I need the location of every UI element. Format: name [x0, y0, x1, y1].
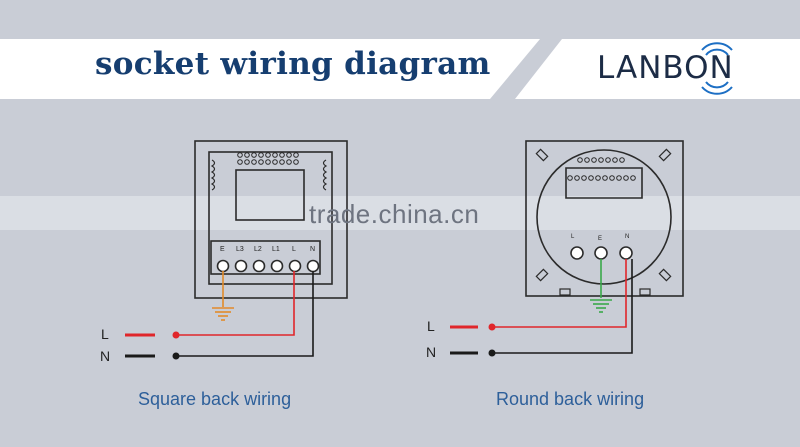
square-top-dots	[237, 152, 299, 165]
round-live-dot	[488, 323, 496, 331]
square-back-caption: Square back wiring	[138, 389, 292, 409]
round-neutral-label: N	[426, 344, 437, 360]
square-live-wire	[176, 271, 295, 336]
square-live-dot	[172, 331, 180, 339]
logo-signal-icon	[701, 42, 733, 95]
round-terminal-label-n: N	[625, 234, 630, 240]
logo-band	[515, 39, 800, 99]
round-neutral-dot	[488, 349, 496, 357]
square-neutral-dot	[172, 352, 180, 360]
square-terminal-screws	[216, 259, 320, 273]
round-back-plate	[525, 140, 684, 297]
round-top-dots	[567, 157, 636, 181]
round-neutral-wire	[492, 259, 633, 354]
square-neutral-label: N	[100, 348, 111, 364]
round-back-caption: Round back wiring	[496, 389, 645, 409]
round-terminal-screws	[570, 246, 633, 260]
brand-logo: LANBON	[597, 50, 734, 86]
square-side-coils	[210, 159, 328, 191]
square-terminal-label-l3: L3	[236, 246, 244, 253]
square-terminal-label-l2: L2	[254, 246, 262, 253]
watermark-band	[0, 196, 800, 230]
square-earth-wire	[212, 271, 234, 321]
page-title: socket wiring diagram	[95, 46, 491, 82]
square-neutral-wire	[176, 271, 314, 357]
round-corner-tabs	[535, 148, 672, 296]
square-live-label: L	[101, 326, 109, 342]
round-live-wire	[492, 259, 627, 328]
title-band	[0, 39, 540, 99]
round-live-label: L	[427, 318, 435, 334]
square-terminal-label-e: E	[220, 246, 225, 253]
square-terminal-label-l: L	[292, 246, 296, 253]
round-terminal-label-e: E	[598, 236, 603, 242]
watermark-text: trade.china.cn	[309, 199, 480, 229]
square-back-plate	[194, 140, 348, 299]
square-terminal-label-l1: L1	[272, 246, 280, 253]
round-terminal-label-l: L	[571, 234, 575, 240]
square-terminal-label-n: N	[310, 246, 316, 253]
round-earth-wire	[590, 259, 612, 313]
